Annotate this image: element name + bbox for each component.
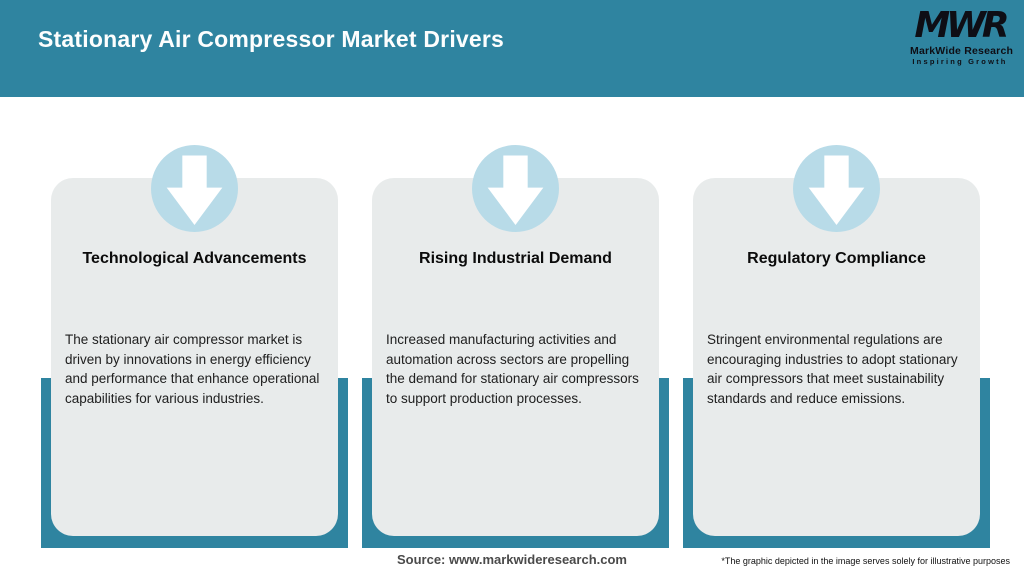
down-arrow-icon <box>472 145 559 232</box>
down-arrow-icon <box>151 145 238 232</box>
logo-acronym: MWR <box>914 5 1009 46</box>
arrow-badge <box>472 145 559 232</box>
arrow-badge <box>793 145 880 232</box>
card-title: Rising Industrial Demand <box>419 250 612 267</box>
driver-card-rising-industrial-demand: Rising Industrial Demand Increased manuf… <box>372 178 659 536</box>
driver-card-technological-advancements: Technological Advancements The stationar… <box>51 178 338 536</box>
card-title: Regulatory Compliance <box>747 250 926 267</box>
disclaimer-note: *The graphic depicted in the image serve… <box>721 556 1010 566</box>
header-banner: Stationary Air Compressor Market Drivers… <box>0 0 1024 97</box>
card-description: Stringent environmental regulations are … <box>707 332 958 406</box>
markwide-research-logo: MWR MarkWide Research Inspiring Growth <box>910 5 1014 67</box>
arrow-badge <box>151 145 238 232</box>
card-description: Increased manufacturing activities and a… <box>386 332 639 406</box>
page-title: Stationary Air Compressor Market Drivers <box>38 26 505 52</box>
logo-name: MarkWide Research <box>910 45 1014 57</box>
driver-card-regulatory-compliance: Regulatory Compliance Stringent environm… <box>693 178 980 536</box>
down-arrow-icon <box>793 145 880 232</box>
source-attribution: Source: www.markwideresearch.com <box>396 552 627 567</box>
logo-tagline: Inspiring Growth <box>912 57 1008 66</box>
card-description: The stationary air compressor market is … <box>65 332 320 406</box>
card-title: Technological Advancements <box>82 250 307 267</box>
